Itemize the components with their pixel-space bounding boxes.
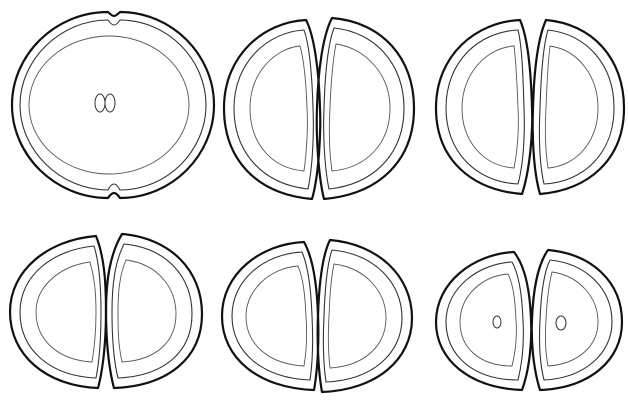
stage-2-left-half <box>224 20 320 199</box>
stage-5-left-middle-wall <box>232 252 313 380</box>
stage-6-right-inner-membrane <box>545 272 598 366</box>
stage-4-right-half <box>106 234 202 388</box>
stage-4-right-inner-membrane <box>118 260 176 362</box>
stage-5-divided-cell <box>222 240 412 392</box>
stage-1-single-cell <box>12 12 214 198</box>
stage-4-left-inner-membrane <box>36 262 96 362</box>
stage-6-left-nucleus <box>493 316 501 328</box>
stage-6-right-half <box>532 250 622 390</box>
stage-3-left-inner-membrane <box>462 46 518 168</box>
stage-5-left-outer-wall <box>222 242 318 390</box>
stage-3-divided-cell <box>436 20 624 194</box>
stage-6-left-half <box>436 252 531 390</box>
stage-3-right-inner-membrane <box>545 46 598 168</box>
stage-2-left-inner-membrane <box>250 46 307 171</box>
stage-4-left-middle-wall <box>20 246 101 378</box>
stage-2-divided-cell <box>224 18 414 199</box>
stage-2-left-outer-wall <box>224 20 320 199</box>
stage-5-right-inner-membrane <box>328 264 386 368</box>
stage-2-right-inner-membrane <box>329 44 390 171</box>
stage-1-middle-wall <box>20 20 206 190</box>
stage-4-divided-cell <box>10 234 202 388</box>
stage-5-left-half <box>222 242 318 390</box>
stage-6-divided-cell <box>436 250 622 390</box>
stage-1-outer-wall <box>12 12 214 198</box>
stage-6-left-inner-membrane <box>460 274 516 366</box>
stage-5-right-middle-wall <box>323 250 402 382</box>
stage-2-right-half <box>317 18 414 199</box>
stage-3-left-middle-wall <box>446 30 524 184</box>
stage-1-nucleus-right <box>105 94 115 112</box>
stage-5-right-half <box>318 240 412 392</box>
stage-3-right-half <box>533 20 624 194</box>
stage-2-right-middle-wall <box>324 28 404 189</box>
stage-5-right-outer-wall <box>318 240 412 392</box>
stage-4-left-half <box>10 236 106 388</box>
stage-3-right-middle-wall <box>539 30 614 184</box>
stage-1-nucleus-left <box>95 94 105 112</box>
stage-5-left-inner-membrane <box>246 266 307 366</box>
stage-6-left-middle-wall <box>446 262 523 380</box>
stage-6-right-nucleus <box>556 316 566 330</box>
stage-1-inner-membrane <box>29 36 189 174</box>
stage-4-left-outer-wall <box>10 236 106 388</box>
stage-6-right-outer-wall <box>532 250 622 390</box>
stage-2-right-outer-wall <box>317 18 414 199</box>
stage-3-left-half <box>436 20 532 194</box>
stage-4-right-outer-wall <box>106 234 202 388</box>
